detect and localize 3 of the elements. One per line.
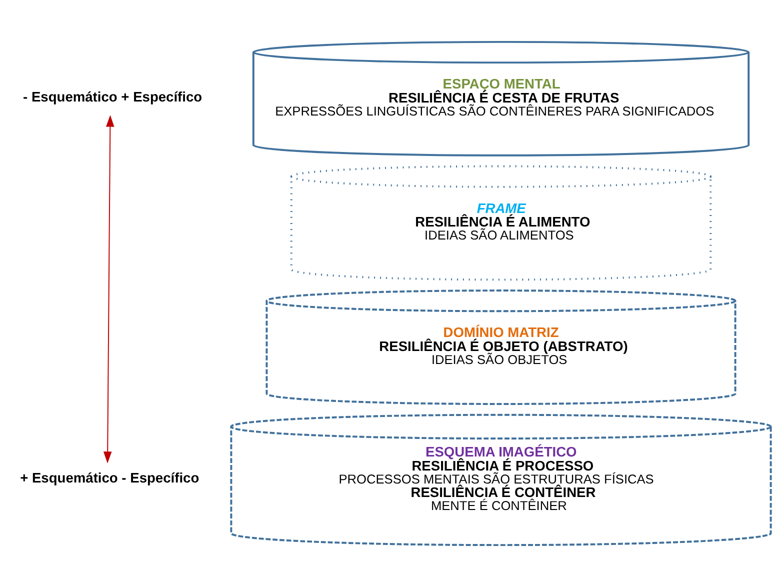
arrow <box>103 114 114 464</box>
node-text: + Esquemático - Específico <box>20 470 200 486</box>
node-text: - Esquemático + Específico <box>23 88 202 104</box>
